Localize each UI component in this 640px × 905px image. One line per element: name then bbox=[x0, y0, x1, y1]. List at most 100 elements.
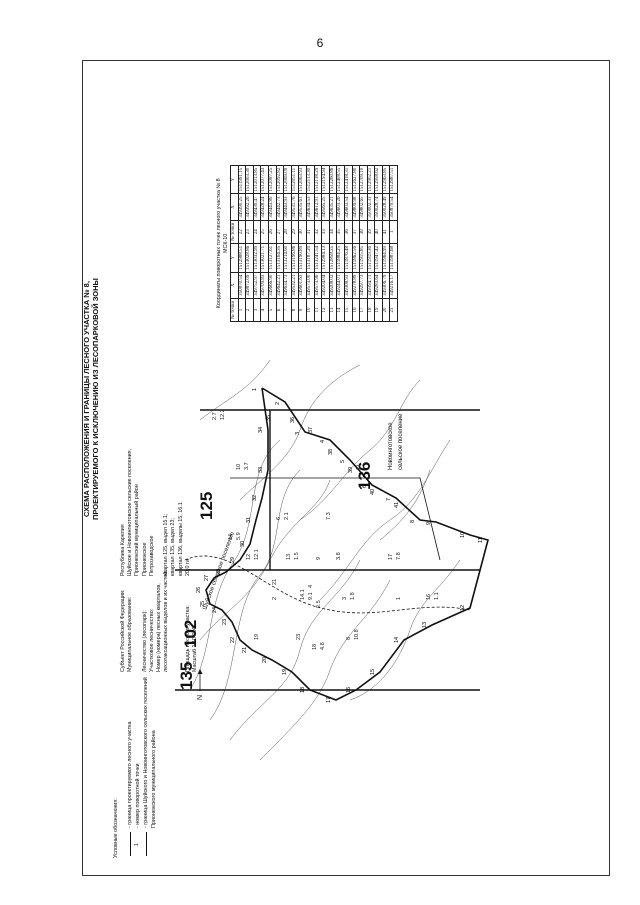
turning-point-label: 16 bbox=[346, 687, 352, 693]
turning-point-label: 37 bbox=[308, 427, 314, 433]
table-header-row: № точки X Y № точки X Y bbox=[230, 165, 239, 322]
turning-point-label: 33 bbox=[258, 467, 264, 473]
turning-point-label: 9 bbox=[426, 522, 432, 525]
table-cell: 349603.26 bbox=[336, 193, 345, 221]
table-cell: 349430.47 bbox=[253, 193, 261, 221]
table-cell: 1512003.30 bbox=[245, 165, 254, 194]
table-cell: 1 bbox=[389, 220, 398, 244]
table-cell: 349809.98 bbox=[352, 193, 360, 221]
table-cell: 1512709.10 bbox=[359, 165, 368, 194]
table-cell: 8 bbox=[291, 298, 299, 322]
parcel-inner-line bbox=[230, 477, 441, 561]
turning-point-label: 17 bbox=[326, 697, 332, 703]
coordinate-table-caption: Координаты поворотных точек лесного учас… bbox=[216, 165, 230, 322]
table-cell: 349204.04 bbox=[321, 272, 330, 299]
turning-point-label: 23 bbox=[222, 619, 228, 625]
table-cell: 1513187.20 bbox=[306, 243, 315, 273]
vydel-label: 2 bbox=[272, 597, 278, 600]
vydel-label: 1.8 bbox=[350, 592, 356, 600]
table-cell: 349443.89 bbox=[268, 193, 277, 221]
table-cell: 1511991.15 bbox=[238, 165, 246, 194]
table-cell: 26 bbox=[268, 220, 277, 244]
table-cell: 1512051.11 bbox=[291, 165, 299, 194]
vydel-label: 12.2 bbox=[220, 409, 226, 420]
vydel-label: 5.9 bbox=[236, 532, 242, 540]
table-cell: 349612.91 bbox=[314, 193, 322, 221]
quarter-boundaries bbox=[175, 409, 480, 691]
turning-point-label: 4 bbox=[320, 440, 326, 443]
table-cell: 349601.63 bbox=[298, 272, 307, 299]
table-cell: 1512013.85 bbox=[253, 165, 261, 194]
turning-point-label: 24 bbox=[212, 607, 218, 613]
table-cell: 349802.65 bbox=[359, 193, 368, 221]
table-header: X bbox=[230, 193, 239, 221]
table-cell: 1512138.29 bbox=[314, 165, 322, 194]
table-cell: 1513127.61 bbox=[268, 243, 277, 273]
turning-point-label: 41 bbox=[394, 502, 400, 508]
turning-point-label: 22 bbox=[230, 637, 236, 643]
table-cell: 1512408.55 bbox=[336, 165, 345, 194]
table-header: Y bbox=[230, 243, 239, 273]
vydel-label: 7.8 bbox=[396, 552, 402, 560]
vydel-label: 12.1 bbox=[254, 549, 260, 560]
parcel-boundary bbox=[205, 387, 489, 701]
turning-point-label: 15 bbox=[370, 669, 376, 675]
table-cell: 19 bbox=[374, 298, 383, 322]
table-cell: 350870.54 bbox=[238, 272, 246, 299]
table-header: X bbox=[230, 272, 239, 299]
vydel-label: 2.7 bbox=[212, 412, 218, 420]
table-cell: 1513032.99 bbox=[253, 243, 261, 273]
vydel-label: 6 bbox=[276, 517, 282, 520]
vydel-label: 3 bbox=[342, 597, 348, 600]
turning-point-label: 19 bbox=[282, 669, 288, 675]
map-labels: 125 136 135 102 Шуйское сельское поселен… bbox=[177, 413, 404, 690]
table-cell: 349278.89 bbox=[352, 272, 360, 299]
table-cell: 349573.00 bbox=[306, 272, 315, 299]
turning-point-label: 13 bbox=[422, 622, 428, 628]
vydel-label: 1.1 bbox=[434, 592, 440, 600]
turning-point-label: 29 bbox=[230, 557, 236, 563]
table-cell: 1511862.56 bbox=[352, 243, 360, 273]
table-cell: 1511964.99 bbox=[382, 243, 390, 273]
table-cell: 41 bbox=[382, 220, 390, 244]
turning-point-label: 1 bbox=[252, 388, 258, 391]
vydel-label: 1.5 bbox=[294, 552, 300, 560]
table-cell: 1511947.42 bbox=[374, 243, 383, 273]
quarter-label: 135 bbox=[177, 662, 196, 690]
table-cell: 349392.26 bbox=[245, 193, 254, 221]
page-frame bbox=[82, 60, 610, 876]
turning-point-label: 21 bbox=[242, 647, 248, 653]
table-cell: 18 bbox=[367, 298, 375, 322]
turning-point-label: 28 bbox=[216, 569, 222, 575]
table-cell: 349709.83 bbox=[260, 272, 269, 299]
turning-point-labels: 1234567891011121314151617181920212223242… bbox=[196, 388, 484, 703]
vydel-label: 23 bbox=[296, 634, 302, 640]
table-cell: 1512984.13 bbox=[321, 243, 330, 273]
vydel-label: 10 bbox=[236, 464, 242, 470]
table-cell: 17 bbox=[359, 298, 368, 322]
table-cell: 1512077.43 bbox=[260, 165, 269, 194]
vydel-label: 7.3 bbox=[326, 512, 332, 520]
table-cell: 2 bbox=[245, 298, 254, 322]
table-cell: 33 bbox=[321, 220, 330, 244]
turning-point-label: 39 bbox=[348, 467, 354, 473]
table-cell: 349428.24 bbox=[260, 193, 269, 221]
vydel-label: 9.1 bbox=[308, 592, 314, 600]
turning-point-label: 31 bbox=[246, 517, 252, 523]
table-cell: 350028.49 bbox=[382, 193, 390, 221]
